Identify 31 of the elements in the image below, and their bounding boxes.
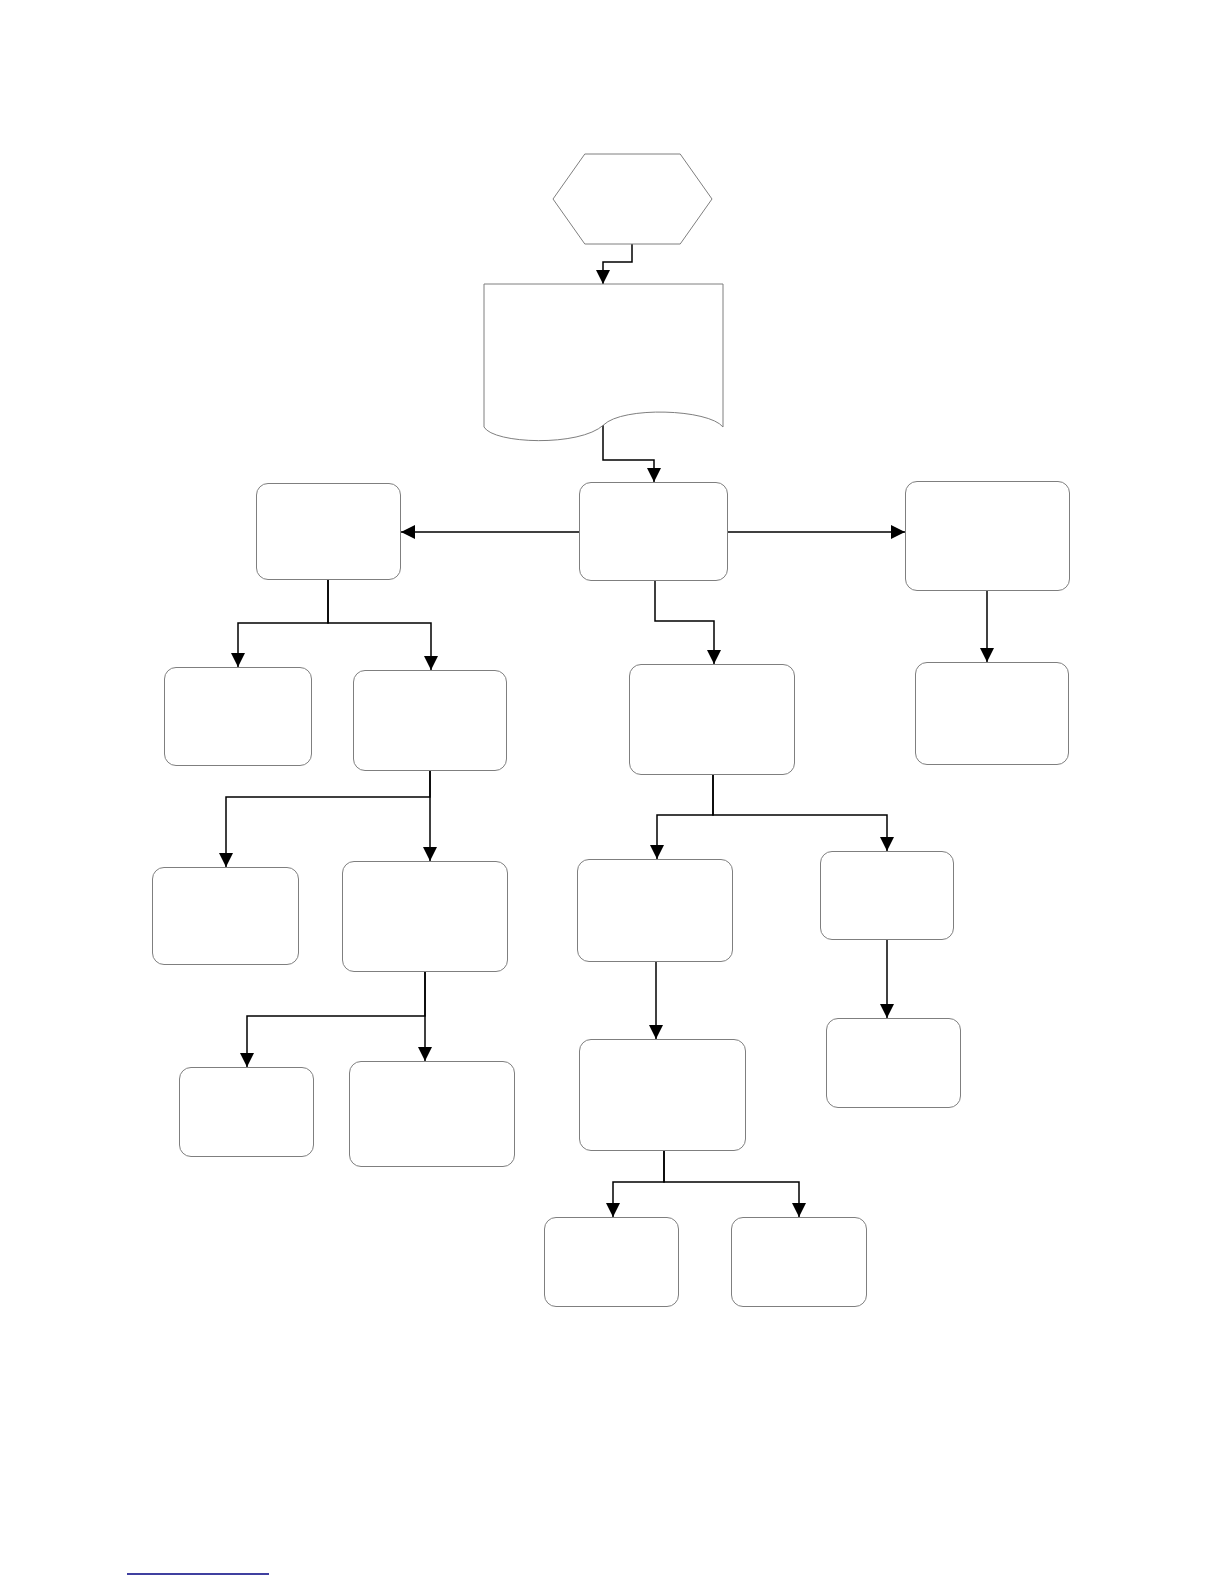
arrow (327, 579, 438, 671)
arrow (418, 971, 432, 1062)
arrow (596, 243, 633, 285)
arrow (880, 939, 894, 1019)
process-box (349, 1061, 515, 1167)
arrow (712, 774, 894, 852)
arrow (649, 961, 663, 1040)
process-box (353, 670, 507, 771)
arrow (400, 525, 580, 539)
process-box (164, 667, 312, 766)
arrow (727, 525, 906, 539)
process-box (579, 1039, 746, 1151)
process-box (915, 662, 1069, 765)
process-box (579, 482, 728, 581)
document-shape (484, 284, 723, 442)
process-box (179, 1067, 314, 1157)
preparation-hexagon (553, 154, 712, 244)
arrow (663, 1150, 806, 1218)
process-box (342, 861, 508, 972)
process-box (577, 859, 733, 962)
process-box (544, 1217, 679, 1307)
arrow (980, 590, 994, 663)
process-box (905, 481, 1070, 591)
arrow (654, 580, 721, 665)
process-box (152, 867, 299, 965)
process-box (820, 851, 954, 940)
process-box (731, 1217, 867, 1307)
process-box (256, 483, 401, 580)
process-box (629, 664, 795, 775)
process-box (826, 1018, 961, 1108)
arrow (423, 770, 437, 862)
